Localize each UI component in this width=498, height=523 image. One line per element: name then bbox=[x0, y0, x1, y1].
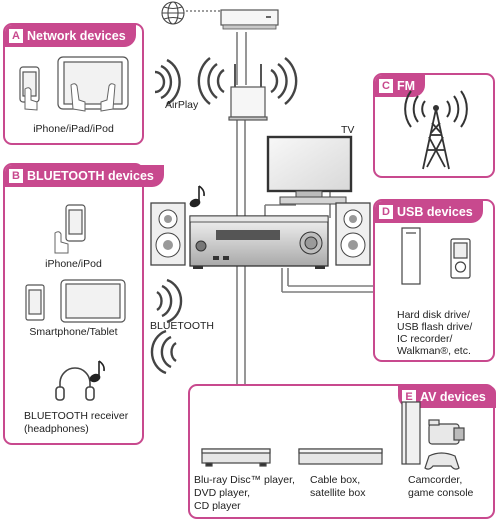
network-device-label: iPhone/iPad/iPod bbox=[33, 123, 114, 135]
av-title: AV devices bbox=[420, 390, 486, 404]
iphone-ipod-label: iPhone/iPod bbox=[45, 258, 102, 270]
bluray-label-line-2: DVD player, bbox=[194, 487, 251, 499]
usb-label-line-3: IC recorder/ bbox=[397, 333, 453, 345]
bluetooth-label: BLUETOOTH bbox=[150, 320, 214, 332]
fm-title: FM bbox=[397, 79, 416, 93]
headphones-label: (headphones) bbox=[24, 423, 89, 435]
av-devices-box: E AV devices bbox=[188, 384, 496, 519]
bluetooth-waves bbox=[150, 278, 183, 375]
usb-title: USB devices bbox=[397, 205, 473, 219]
usb-badge: D bbox=[379, 205, 393, 219]
bluetooth-devices-header: B BLUETOOTH devices bbox=[5, 165, 164, 187]
fm-badge: C bbox=[379, 79, 393, 93]
bluetooth-devices-box: B BLUETOOTH devices bbox=[3, 163, 164, 445]
usb-devices-box: D USB devices Hard disk drive/ USB flash… bbox=[373, 199, 495, 362]
hard-disk-drive-icon bbox=[401, 227, 421, 285]
cable-box-icon bbox=[298, 448, 383, 465]
headphones-icon bbox=[55, 367, 95, 401]
usb-label-line-4: Walkman®, etc. bbox=[397, 345, 471, 357]
fm-box: C FM bbox=[373, 73, 495, 178]
camcorder-label-line-1: Camcorder, bbox=[408, 474, 463, 486]
bluetooth-title: BLUETOOTH devices bbox=[27, 169, 154, 183]
hand-icon bbox=[54, 231, 69, 254]
bluray-label-line-3: CD player bbox=[194, 500, 241, 512]
av-badge: E bbox=[402, 390, 416, 404]
tablet-icon bbox=[60, 279, 126, 323]
tv-icon bbox=[266, 135, 353, 205]
network-devices-header: A Network devices bbox=[5, 25, 136, 47]
usb-devices-header: D USB devices bbox=[375, 201, 483, 223]
bluetooth-badge: B bbox=[9, 169, 23, 183]
speaker-icon bbox=[150, 202, 371, 266]
camcorder-label-line-2: game console bbox=[408, 487, 474, 499]
smartphone-icon bbox=[25, 284, 45, 321]
wireless-access-point-icon bbox=[228, 64, 268, 121]
cable-label-line-2: satellite box bbox=[310, 487, 366, 499]
bluetooth-devices-icons bbox=[25, 204, 126, 401]
phone-icon bbox=[65, 204, 86, 242]
cable-label-line-1: Cable box, bbox=[310, 474, 361, 486]
globe-icon bbox=[161, 1, 185, 25]
music-note-icon bbox=[189, 185, 205, 208]
camcorder-icon bbox=[428, 419, 465, 445]
smartphone-tablet-label: Smartphone/Tablet bbox=[29, 326, 118, 338]
usb-devices-icons bbox=[401, 227, 471, 285]
fm-header: C FM bbox=[375, 75, 426, 97]
usb-label-line-1: Hard disk drive/ bbox=[397, 309, 470, 321]
walkman-icon bbox=[450, 238, 471, 279]
network-title: Network devices bbox=[27, 29, 126, 43]
music-note-icon bbox=[89, 360, 105, 383]
fm-antenna-icon bbox=[404, 90, 468, 170]
av-devices-header: E AV devices bbox=[398, 386, 496, 408]
av-receiver-icon bbox=[189, 215, 329, 269]
hand-icon bbox=[24, 83, 116, 112]
tv-label: TV bbox=[341, 124, 355, 136]
wifi-waves bbox=[154, 57, 298, 106]
network-badge: A bbox=[9, 29, 23, 43]
game-controller-icon bbox=[424, 452, 460, 470]
router-icon bbox=[220, 9, 279, 30]
bluetooth-receiver-label: BLUETOOTH receiver bbox=[24, 410, 129, 422]
bluray-player-icon bbox=[201, 448, 271, 467]
network-devices-icons bbox=[19, 56, 129, 112]
usb-label-line-2: USB flash drive/ bbox=[397, 321, 473, 333]
game-console-icon bbox=[401, 401, 421, 465]
av-devices-icons bbox=[201, 401, 465, 470]
airplay-label: AirPlay bbox=[165, 99, 199, 111]
network-devices-box: A Network devices iPhone/iPad/iPod bbox=[3, 23, 144, 145]
bluray-label-line-1: Blu-ray Disc™ player, bbox=[194, 474, 295, 486]
tablet-icon bbox=[57, 56, 129, 110]
